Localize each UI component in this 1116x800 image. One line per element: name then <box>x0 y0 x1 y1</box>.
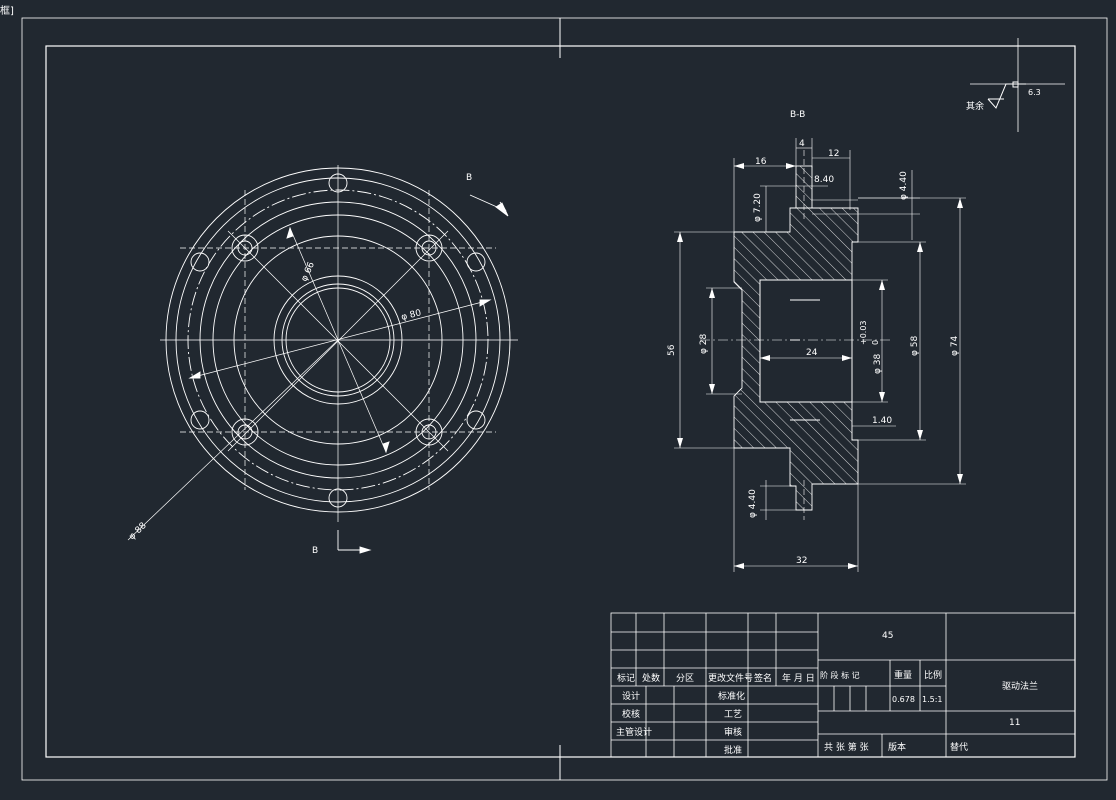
tb-sheets-label: 共 张 第 张 <box>824 741 869 753</box>
tb-rev-header-0: 标记 <box>617 672 635 684</box>
dim-phi28: φ 28 <box>699 333 709 354</box>
tb-version-label: 版本 <box>888 741 906 753</box>
dimension-arrows <box>677 163 963 569</box>
dim-24: 24 <box>806 348 818 358</box>
title-block-text: 45 驱动法兰 11 标记 处数 分区 更改文件号 签名 年 月 日 设计 标准… <box>616 631 1038 756</box>
cut-letter-bottom: B <box>312 546 318 556</box>
dim-tol-upper: +0.03 <box>859 320 868 345</box>
cut-letter-top: B <box>466 173 472 183</box>
tb-sign-right-3: 批准 <box>724 744 742 756</box>
tb-sign-right-1: 工艺 <box>724 709 742 720</box>
dim-tol-lower: 0 <box>871 340 880 345</box>
dim-phi66: φ 66 <box>300 260 317 283</box>
tb-weight-label: 重量 <box>894 669 912 681</box>
surface-finish-value: 6.3 <box>1028 88 1041 97</box>
tb-material: 45 <box>882 631 893 641</box>
tb-scale-value: 1.5:1 <box>922 695 943 704</box>
tb-sign-right-0: 标准化 <box>718 690 745 702</box>
tb-sign-right-2: 审核 <box>724 726 742 738</box>
tb-drawing-no: 11 <box>1009 718 1020 728</box>
drawing-frame <box>21 17 1108 781</box>
tb-scale-label: 比例 <box>924 669 942 681</box>
dim-phi74: φ 74 <box>950 335 960 356</box>
surface-finish-label: 其余 <box>966 100 984 112</box>
dim-phi4-40-bottom: φ 4.40 <box>748 489 758 518</box>
dim-16: 16 <box>755 157 767 167</box>
tb-sign-left-1: 校核 <box>622 708 640 720</box>
dim-4: 4 <box>799 139 805 149</box>
tb-rev-header-2: 分区 <box>676 673 694 684</box>
dim-1-40: 1.40 <box>872 416 892 426</box>
tb-sign-left-0: 设计 <box>622 690 640 702</box>
tb-part-name: 驱动法兰 <box>1002 680 1038 692</box>
outer-bolt-holes <box>190 173 486 508</box>
dim-phi38: φ 38 <box>873 353 883 374</box>
tb-rev-header-4: 签名 <box>754 672 772 684</box>
tb-rev-header-3: 更改文件号 <box>708 672 753 684</box>
dim-phi80: φ 80 <box>400 308 422 323</box>
dim-phi4-40-top: φ 4.40 <box>899 171 909 200</box>
dim-8-40: 8.40 <box>814 175 834 185</box>
corner-label: 框] <box>0 6 14 17</box>
tb-rev-header-1: 处数 <box>642 672 660 684</box>
dim-phi88: φ 88 <box>127 521 149 542</box>
section-view <box>700 150 890 520</box>
tb-replace-label: 替代 <box>950 741 968 753</box>
title-block <box>610 612 1076 758</box>
dim-56: 56 <box>667 344 677 356</box>
dim-12: 12 <box>828 149 839 159</box>
front-view <box>127 165 518 554</box>
surface-finish-symbol <box>970 38 1065 132</box>
dim-phi7-20: φ 7.20 <box>753 193 763 222</box>
dim-32: 32 <box>796 556 807 566</box>
tb-weight-value: 0.678 <box>892 695 915 704</box>
tb-rev-header-5: 年 月 日 <box>782 672 815 684</box>
section-dimensions <box>674 138 966 572</box>
section-title: B-B <box>790 110 805 120</box>
tb-sign-left-2: 主管设计 <box>616 726 652 738</box>
tb-stage-label: 阶 段 标 记 <box>820 670 860 680</box>
dim-phi58: φ 58 <box>910 335 920 356</box>
center-lines <box>160 165 518 522</box>
